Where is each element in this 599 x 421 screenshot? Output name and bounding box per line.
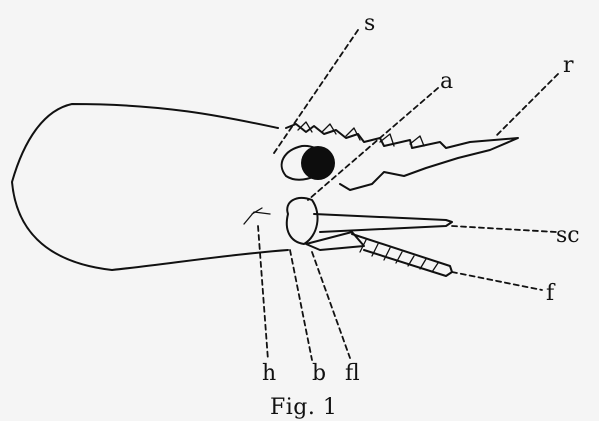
label-a: a [440, 69, 453, 94]
leader-sc [452, 226, 556, 232]
scaphocerite [314, 214, 452, 232]
label-sc: sc [556, 223, 580, 248]
antennal-base [287, 198, 318, 244]
leader-h [258, 226, 268, 360]
label-h: h [262, 361, 276, 386]
label-r: r [563, 53, 574, 78]
flagellum-segments [360, 240, 438, 272]
eye [301, 146, 335, 180]
rostrum-teeth-upper [298, 122, 424, 146]
flagellum [352, 234, 452, 276]
label-f: f [546, 281, 556, 306]
figure-caption: Fig. 1 [270, 395, 337, 420]
label-s: s [364, 11, 375, 36]
leader-b [290, 250, 312, 360]
leader-f [452, 272, 542, 290]
hepatic-spine [244, 208, 270, 224]
label-fl: fl [345, 361, 360, 386]
leader-fl [312, 252, 350, 358]
carapace-outline [12, 104, 288, 270]
label-b: b [312, 361, 326, 386]
leader-r [496, 74, 558, 136]
